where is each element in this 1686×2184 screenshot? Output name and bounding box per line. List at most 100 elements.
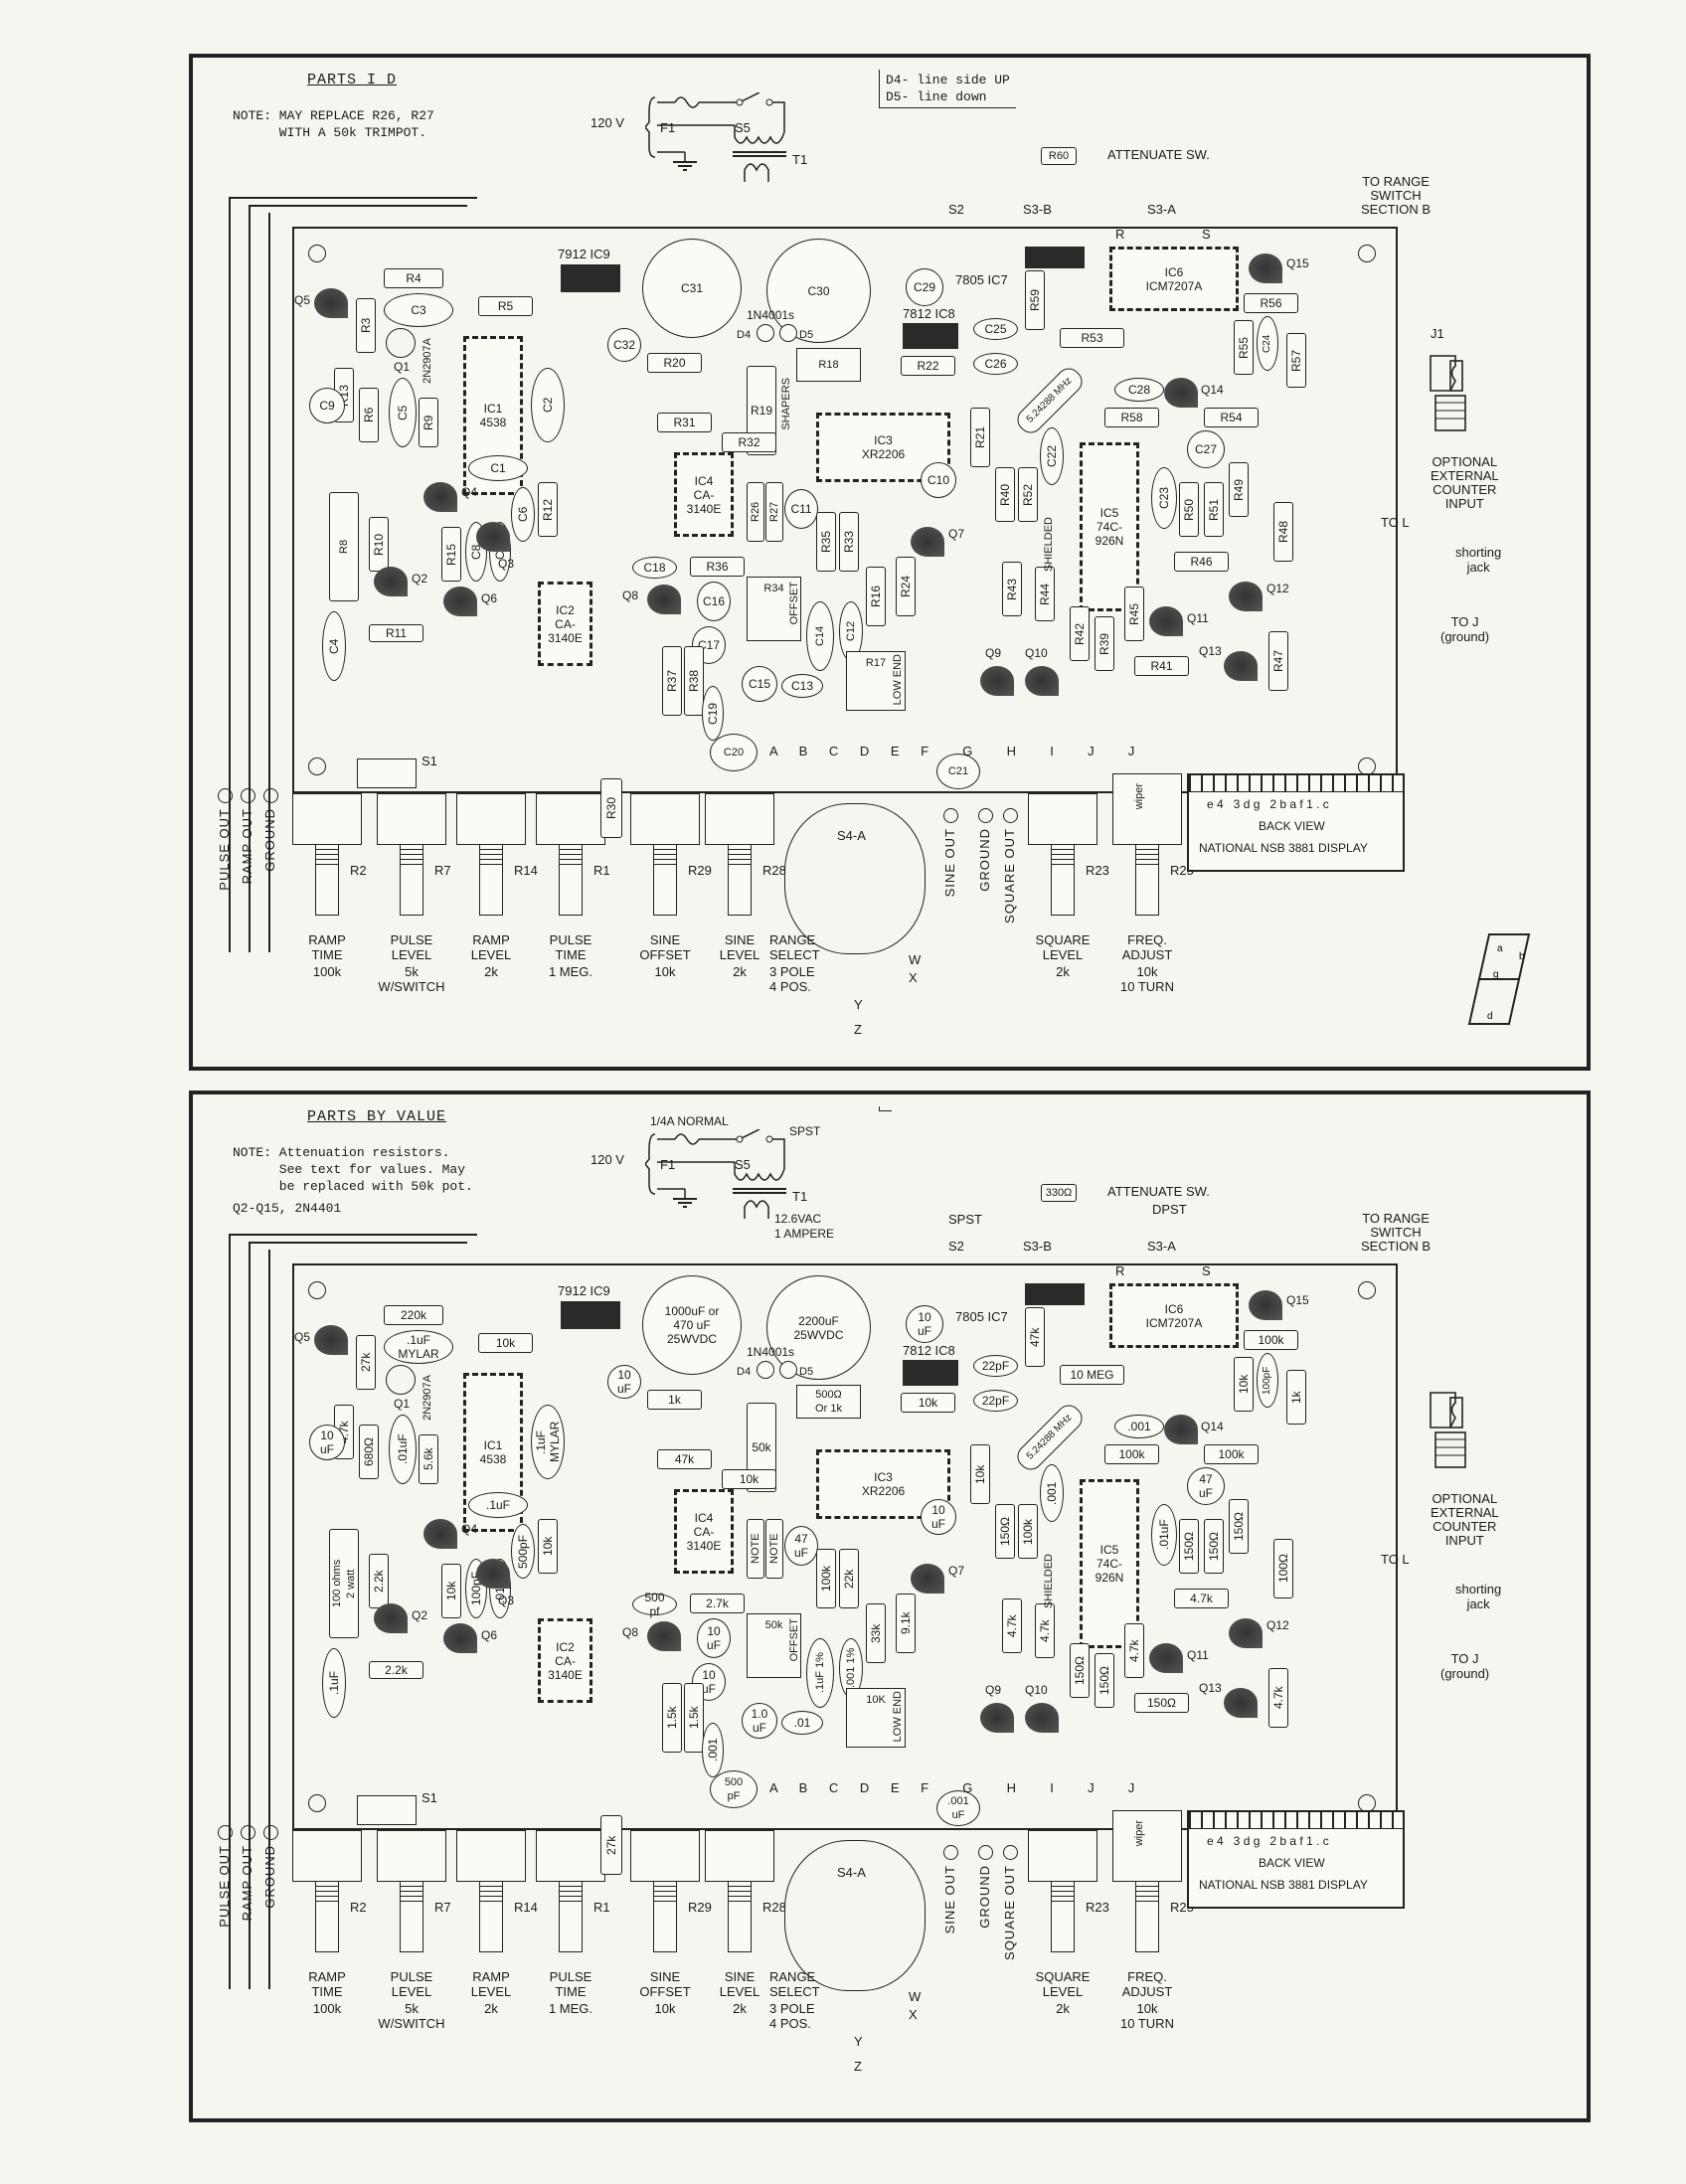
c14: C14	[806, 601, 834, 671]
s1-switch[interactable]	[357, 1795, 417, 1825]
square-out-jack[interactable]	[1003, 1845, 1018, 1860]
pot-r14[interactable]	[456, 793, 526, 916]
q12-label: Q12	[1266, 582, 1289, 595]
switch-lever-icon	[741, 92, 760, 102]
fuse-label: F1	[660, 120, 676, 135]
r22: R22	[901, 356, 955, 376]
q9-label: Q9	[985, 1683, 1002, 1697]
pot-r28[interactable]	[705, 793, 774, 916]
r58: 100k	[1104, 1444, 1159, 1464]
q14-label: Q14	[1201, 1420, 1224, 1433]
ground-jack-2[interactable]	[978, 808, 993, 823]
display-view-label: BACK VIEW	[1259, 819, 1325, 833]
d5-label: D5	[799, 329, 814, 341]
pulse-out-jack[interactable]	[218, 1825, 233, 1840]
c32: C32	[607, 328, 641, 362]
r23-value: 2k	[1056, 964, 1070, 979]
pot-r2[interactable]	[292, 1830, 362, 1952]
r1-name: PULSE TIME	[549, 932, 592, 962]
c25: 22pF	[973, 1355, 1018, 1377]
c26: 22pF	[973, 1390, 1018, 1412]
r42: 150Ω	[1070, 1643, 1090, 1698]
pot-r1[interactable]	[536, 1830, 605, 1952]
s3b-label: S3-B	[1023, 202, 1052, 217]
pulse-out-label: PULSE OUT	[217, 1845, 232, 1928]
r52: R52	[1018, 467, 1038, 522]
r29-value: 10k	[654, 964, 676, 979]
transistor-q6	[443, 587, 477, 616]
q10-label: Q10	[1025, 1683, 1048, 1697]
shielded-label: SHIELDED	[1043, 517, 1055, 573]
r28-ref: R28	[762, 863, 786, 878]
r1-value: 1 MEG.	[548, 2001, 593, 2016]
transistor-q14	[1164, 378, 1198, 408]
pot-r7[interactable]	[377, 1830, 446, 1952]
range-select-switch[interactable]	[784, 803, 926, 954]
to-l-label: TO L	[1381, 1552, 1410, 1567]
r14-name: RAMP LEVEL	[470, 932, 512, 962]
transistor-q11	[1149, 1643, 1183, 1673]
range-select-value: 3 POLE 4 POS.	[769, 2001, 815, 2031]
ground-jack-2[interactable]	[978, 1845, 993, 1860]
q13-label: Q13	[1199, 1681, 1222, 1695]
pulse-out-jack[interactable]	[218, 788, 233, 803]
c11: C11	[784, 489, 818, 529]
r10: R10	[369, 517, 389, 572]
pot-r29[interactable]	[630, 1830, 700, 1952]
transistor-q6	[443, 1623, 477, 1653]
s1-switch[interactable]	[357, 758, 417, 788]
r37: 1.5k	[662, 1683, 682, 1753]
s2-label: S2	[948, 202, 964, 217]
r5: R5	[478, 296, 533, 316]
output-y: Y	[854, 2034, 863, 2049]
transistor-q4	[423, 1519, 457, 1549]
r51: 150Ω	[1204, 1519, 1224, 1574]
transistor-q2	[374, 1603, 408, 1633]
transistor-q13	[1224, 1688, 1258, 1718]
pot-r25[interactable]	[1112, 773, 1182, 916]
pot-r1[interactable]	[536, 793, 605, 916]
pot-r23[interactable]	[1028, 793, 1097, 916]
mounting-hole	[308, 1281, 326, 1299]
c20: C20	[710, 734, 758, 771]
c6: 500pF	[511, 1524, 535, 1579]
r7-value: 5k W/SWITCH	[378, 964, 445, 994]
pot-r28[interactable]	[705, 1830, 774, 1952]
range-select-name: RANGE SELECT	[769, 932, 820, 962]
pot-r23[interactable]	[1028, 1830, 1097, 1952]
ic4: IC4 CA- 3140E	[674, 452, 734, 537]
range-select-switch[interactable]	[784, 1840, 926, 1991]
ramp-out-jack[interactable]	[241, 788, 255, 803]
q3-label: Q3	[498, 557, 515, 571]
pot-r25[interactable]	[1112, 1810, 1182, 1952]
square-out-jack[interactable]	[1003, 808, 1018, 823]
ground-jack[interactable]	[263, 788, 278, 803]
r31: 47k	[657, 1449, 712, 1469]
c18: C18	[632, 557, 677, 579]
c3: C3	[384, 293, 453, 327]
r7-name: PULSE LEVEL	[390, 932, 433, 962]
r56: R56	[1244, 293, 1298, 313]
filter-cap-c31: 1000uF or 470 uF 25WVDC	[642, 1275, 742, 1375]
c20: 500 pF	[710, 1770, 758, 1808]
svg-text:b: b	[1519, 951, 1525, 962]
ramp-out-jack[interactable]	[241, 1825, 255, 1840]
terminal-s: S	[1202, 1263, 1211, 1278]
s3a-label: S3-A	[1147, 1239, 1176, 1254]
r37: R37	[662, 646, 682, 716]
pot-r29[interactable]	[630, 793, 700, 916]
mounting-hole	[1358, 1281, 1376, 1299]
pot-r7[interactable]	[377, 793, 446, 916]
power-switch-type: SPST	[789, 1124, 821, 1138]
transistor-q1	[386, 328, 416, 358]
pot-r14[interactable]	[456, 1830, 526, 1952]
sine-out-jack[interactable]	[943, 808, 958, 823]
display-name: NATIONAL NSB 3881 DISPLAY	[1199, 841, 1368, 855]
pot-r2[interactable]	[292, 793, 362, 916]
ground-jack[interactable]	[263, 1825, 278, 1840]
transistor-note: Q2-Q15, 2N4401	[233, 1201, 342, 1216]
c26: C26	[973, 353, 1018, 375]
r52: 100k	[1018, 1504, 1038, 1559]
sine-out-jack[interactable]	[943, 1845, 958, 1860]
r29-ref: R29	[688, 1900, 712, 1915]
